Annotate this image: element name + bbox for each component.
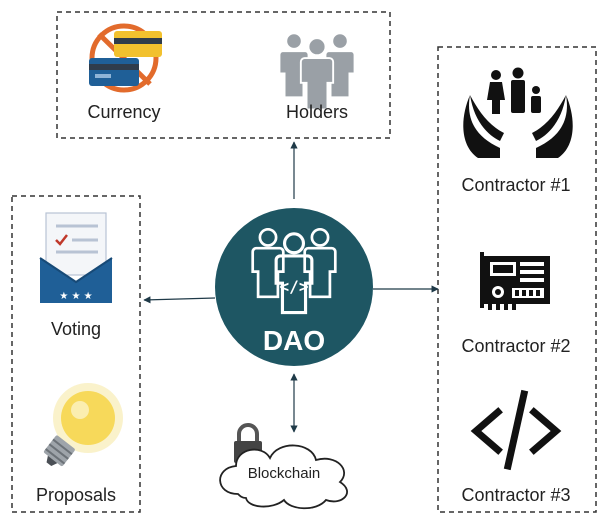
voting-label: Voting xyxy=(51,319,101,339)
circuit-board-icon xyxy=(480,252,550,310)
ballot-envelope-icon: ★ ★ ★ xyxy=(39,212,113,303)
dao-code-glyph: </> xyxy=(280,277,309,296)
contractor1-label: Contractor #1 xyxy=(461,175,570,195)
dao-node: </> DAO xyxy=(215,208,373,366)
proposals-label: Proposals xyxy=(36,485,116,505)
left-box xyxy=(11,195,141,513)
contractor2-label: Contractor #2 xyxy=(461,336,570,356)
cloud-shape xyxy=(219,444,348,510)
currency-label: Currency xyxy=(87,102,160,122)
contractor3-label: Contractor #3 xyxy=(461,485,570,505)
right-box xyxy=(437,46,597,513)
lightbulb-icon xyxy=(43,383,123,467)
dao-label: DAO xyxy=(263,325,325,356)
family-hands-icon xyxy=(463,67,573,158)
holders-label: Holders xyxy=(286,102,348,122)
lock-cloud-icon xyxy=(219,423,348,510)
top-box xyxy=(56,11,391,139)
currency-cards-icon xyxy=(89,23,162,93)
code-brackets-icon xyxy=(470,389,562,471)
people-group-icon xyxy=(278,32,356,111)
blockchain-label: Blockchain xyxy=(248,465,321,482)
svg-text:★ ★ ★: ★ ★ ★ xyxy=(59,291,92,302)
arrow-to-left-box xyxy=(143,296,216,304)
